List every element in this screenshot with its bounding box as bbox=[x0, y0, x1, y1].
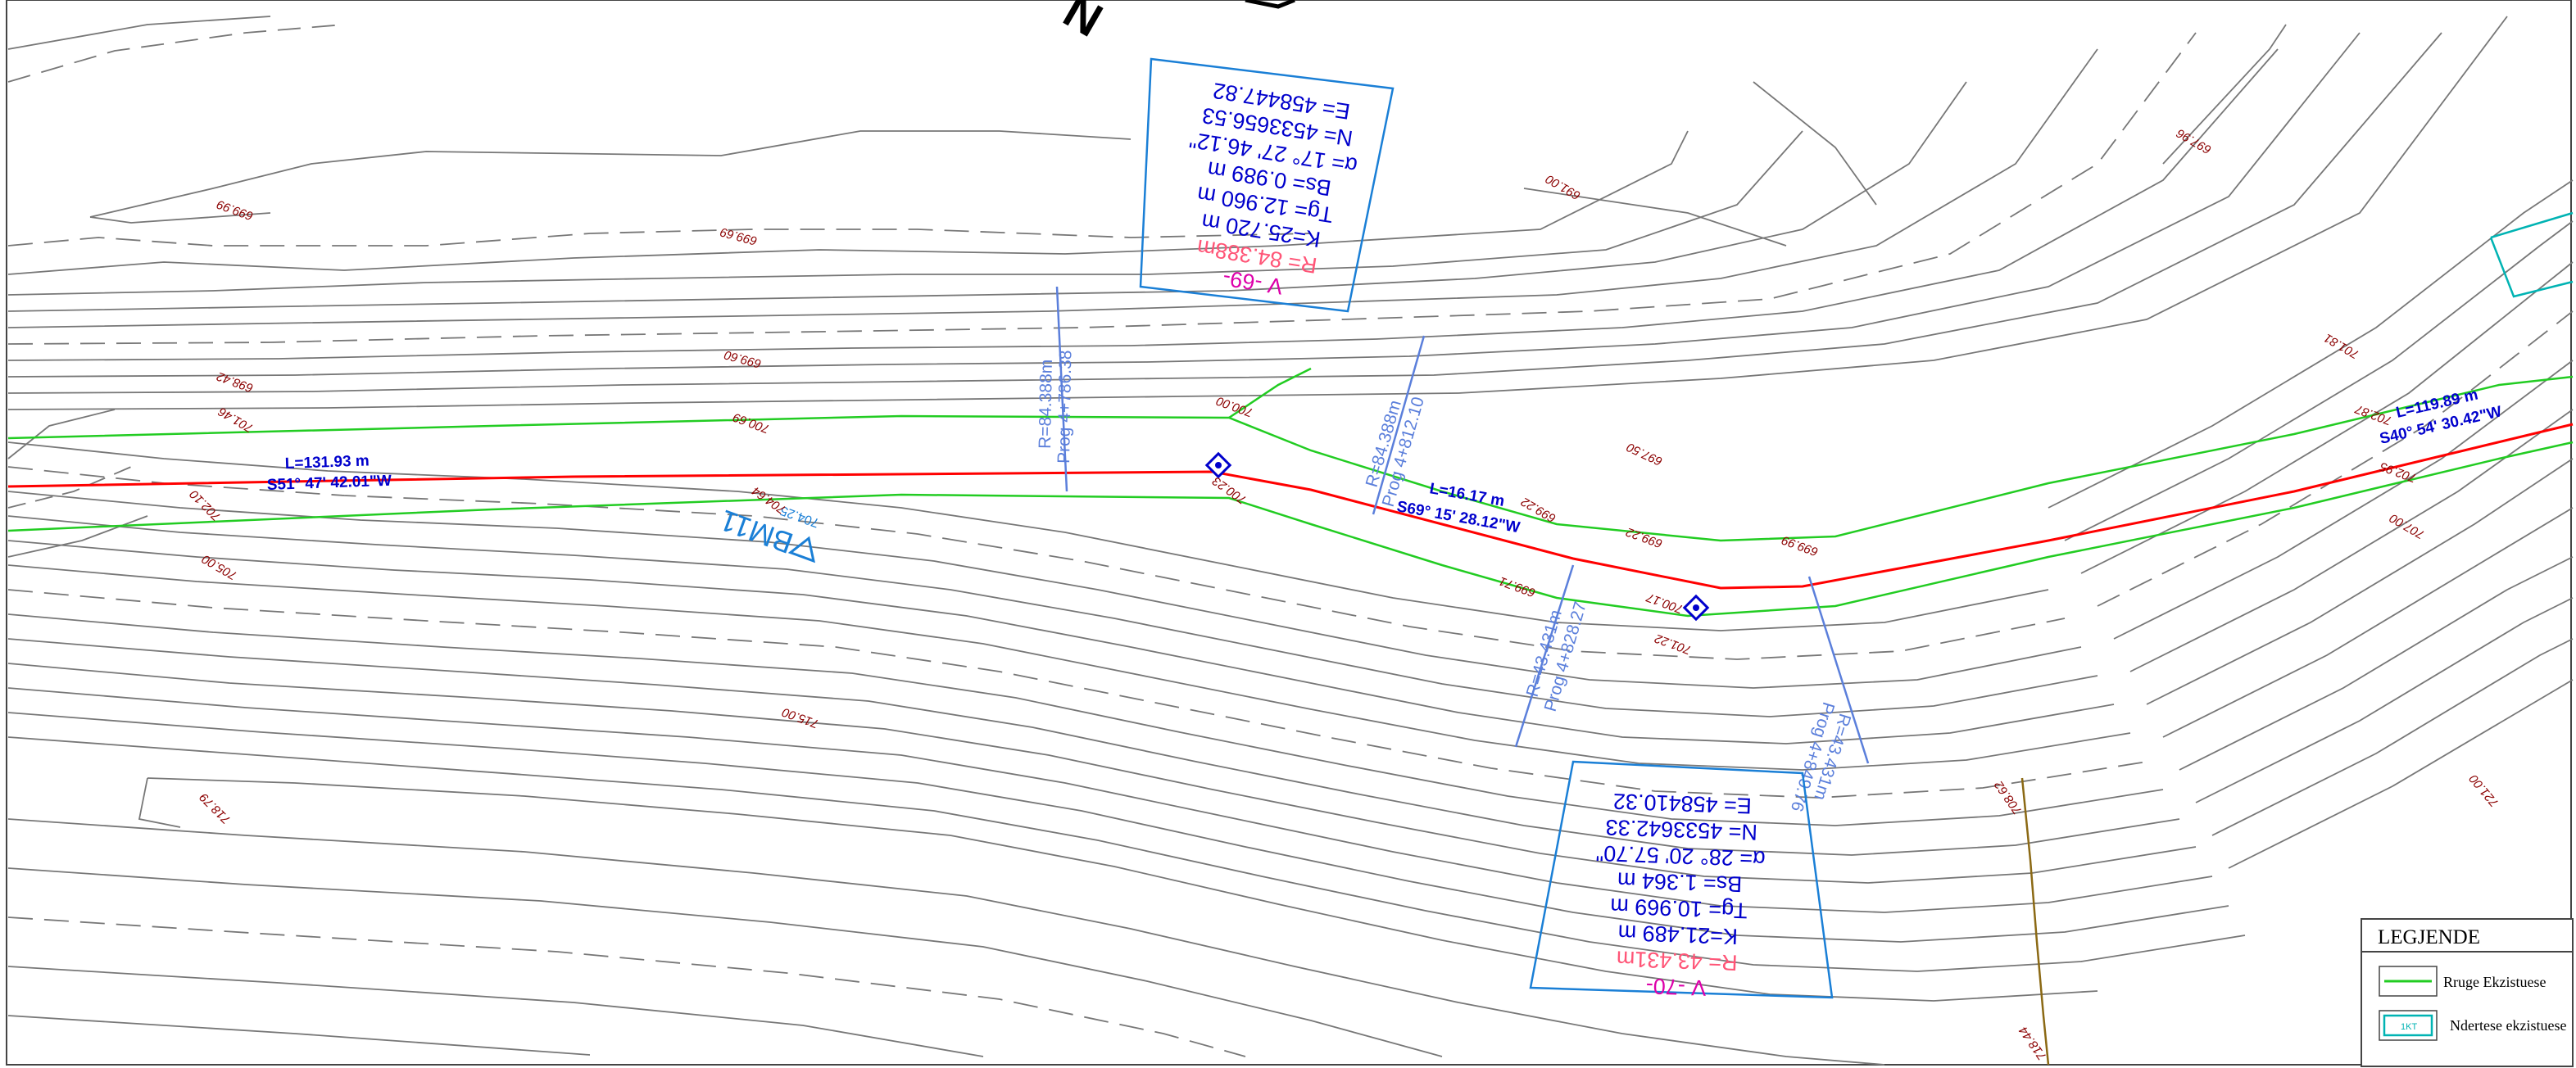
curve-70-northing: N= 4533642.33 bbox=[1605, 815, 1757, 844]
curve-table-69: V -69- R= 84.388m K=25.720 m Tg= 12.960 … bbox=[1139, 57, 1395, 313]
contour-label: 702.10 bbox=[187, 486, 224, 523]
station-lines bbox=[1055, 286, 1870, 764]
legend-title: LEGJENDE bbox=[2378, 926, 2480, 948]
curve-70-k: K=21.489 m bbox=[1617, 920, 1738, 948]
contour-label: 699.22 bbox=[1624, 524, 1665, 550]
station-label-1-start-prog: Prog 4+786.38 bbox=[1054, 350, 1075, 464]
curve-table-70: V -70- R= 43.431m K=21.489 m Tg= 10.969 … bbox=[1529, 760, 1834, 1001]
north-arrow-icon bbox=[1245, 0, 1295, 9]
legend-item-road: Rruge Ekzistuese bbox=[2443, 974, 2546, 990]
segment-1-length: L=131.93 m bbox=[284, 452, 370, 473]
curve-table-70-frame bbox=[1529, 760, 1834, 999]
contour-label: 697.50 bbox=[1624, 440, 1664, 468]
contour-label: 699.22 bbox=[1518, 494, 1558, 525]
contour-label: 705.00 bbox=[199, 551, 239, 582]
curve-70-tg: Tg= 10.969 m bbox=[1610, 894, 1748, 923]
curve-vertex-markers bbox=[1204, 451, 1710, 622]
drawing-frame bbox=[6, 0, 2572, 1066]
segment-1-bearing: S51° 47' 42.01"W bbox=[266, 473, 392, 494]
contour-label: 691.00 bbox=[1543, 171, 1583, 202]
contour-label: 699.99 bbox=[215, 197, 256, 223]
existing-road-edges bbox=[7, 367, 2574, 618]
curve-70-easting: E= 458410.32 bbox=[1612, 789, 1752, 818]
contour-label: 715.00 bbox=[780, 704, 821, 731]
north-arrow-label: N bbox=[1055, 0, 1112, 47]
curve-70-vertex: V -70- bbox=[1645, 974, 1707, 1001]
north-arrow: N bbox=[1055, 0, 1112, 47]
vertex-marker-70 bbox=[1682, 594, 1710, 622]
contour-label: 700.69 bbox=[731, 410, 772, 436]
contour-elevation-labels: 699.99 699.69 699.60 698.42 701.46 702.1… bbox=[187, 125, 2501, 1062]
existing-building-outline bbox=[2489, 211, 2574, 298]
contour-label: 718.79 bbox=[197, 790, 234, 826]
benchmark-triangle-icon bbox=[787, 536, 815, 563]
curve-70-radius: R= 43.431m bbox=[1616, 946, 1738, 975]
curve-70-bs: Bs= 1.364 m bbox=[1617, 867, 1742, 896]
station-labels: R=84.388m Prog 4+786.38 R=84.388m Prog 4… bbox=[1036, 350, 1854, 813]
contour-label: 721.00 bbox=[2466, 772, 2501, 810]
contour-label: 701.22 bbox=[1653, 631, 1694, 657]
contour-lines bbox=[7, 16, 2574, 1066]
road-axis bbox=[7, 423, 2574, 590]
contour-label: 708.62 bbox=[1992, 778, 2025, 817]
contour-label: 699.71 bbox=[1497, 574, 1537, 600]
legend-item-building: Ndertese ekzistuese bbox=[2450, 1017, 2566, 1034]
legend: LEGJENDE Rruge Ekzistuese 1KT Ndertese e… bbox=[2361, 918, 2574, 1067]
contour-label: 700.00 bbox=[1214, 393, 1255, 419]
curve-70-alpha: α= 28° 20' 57.70" bbox=[1595, 840, 1766, 871]
contour-label: 707.00 bbox=[2387, 510, 2427, 541]
curve-table-69-frame bbox=[1139, 57, 1395, 313]
contour-label: 699.69 bbox=[719, 224, 759, 247]
contour-label: 698.42 bbox=[215, 369, 256, 395]
station-label-1-start-radius: R=84.388m bbox=[1036, 360, 1056, 450]
vertex-marker-69 bbox=[1204, 451, 1232, 479]
boundary-line bbox=[2020, 777, 2050, 1066]
legend-building-symbol: 1KT bbox=[2401, 1022, 2417, 1032]
